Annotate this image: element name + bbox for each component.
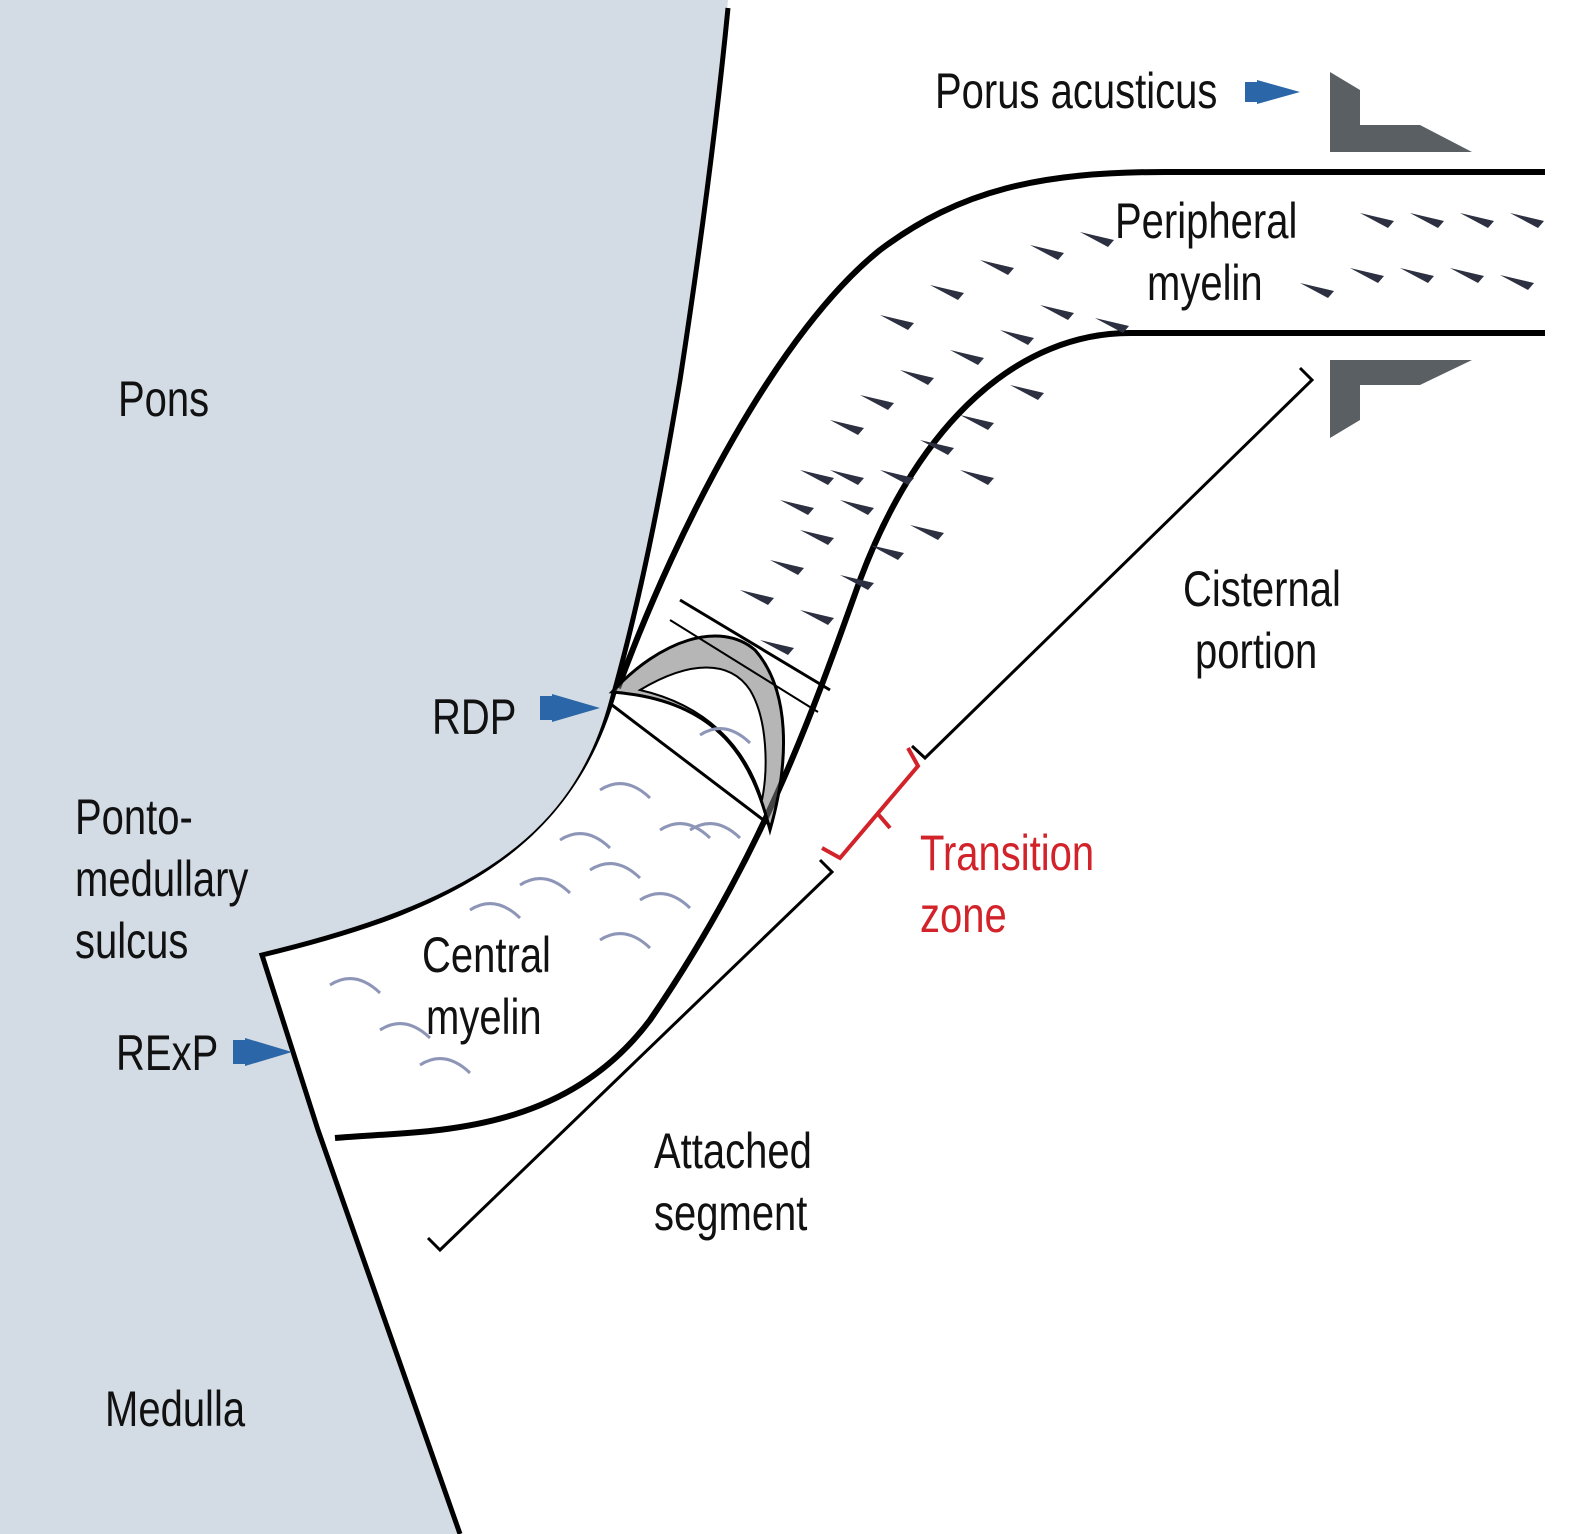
central-myelin-mark [469,902,522,920]
transition-zone-label: Transition zone [920,822,1094,946]
central-myelin-mark [639,892,692,910]
central-myelin-mark [519,877,572,895]
rdp-label: RDP [432,689,517,745]
peripheral-myelin-mark [1350,268,1384,283]
cisternal-portion-line1: Cisternal [1183,561,1341,617]
brainstem-surface-line [258,7,731,1534]
nerve-lower-edge [334,330,1545,1141]
peripheral-myelin-mark [840,500,874,515]
peripheral-myelin-mark [840,575,874,590]
pontomedullary-line1: Ponto- [75,789,193,845]
attached-bracket [426,858,835,1253]
peripheral-myelin-marks [740,213,1544,655]
peripheral-myelin-mark [960,415,994,430]
peripheral-myelin-mark [910,525,944,540]
peripheral-myelin-mark [920,440,954,455]
peripheral-myelin-label: Peripheral myelin [1115,190,1297,314]
peripheral-myelin-mark [1040,305,1074,320]
porus-bone-upper-icon [1330,72,1472,152]
peripheral-myelin-line1: Peripheral [1115,193,1298,249]
peripheral-myelin-mark [770,560,804,575]
nerve-upper-edge [615,169,1545,690]
peripheral-myelin-mark [860,395,894,410]
central-myelin-mark [699,727,752,745]
central-myelin-mark [589,862,642,880]
central-myelin-marks [329,727,752,1075]
rexp-label: RExP [116,1025,219,1081]
attached-segment-label: Attached segment [654,1120,812,1244]
central-myelin-mark [659,822,712,840]
peripheral-myelin-mark [1510,213,1544,228]
rexp-pointer-icon [233,1038,292,1066]
peripheral-myelin-mark [1460,213,1494,228]
peripheral-myelin-mark [1010,385,1044,400]
peripheral-myelin-mark [1400,268,1434,283]
peripheral-boundary-line-2 [669,619,819,713]
peripheral-myelin-mark [1095,318,1129,333]
peripheral-myelin-mark [980,260,1014,275]
central-myelin-mark [419,1057,472,1075]
peripheral-myelin-mark [960,470,994,485]
attached-segment-line2: segment [654,1185,808,1241]
medulla-label: Medulla [105,1381,246,1437]
peripheral-myelin-mark [950,350,984,365]
transition-bracket [821,747,921,861]
pons-label: Pons [118,371,210,427]
peripheral-myelin-mark [1360,213,1394,228]
central-myelin-mark [329,977,382,995]
transition-dome-inner [637,666,767,801]
peripheral-boundary-line [679,598,831,692]
central-myelin-label: Central myelin [422,924,551,1048]
peripheral-myelin-line2: myelin [1147,255,1263,311]
central-myelin-mark [379,1022,432,1040]
nerve-root [270,172,1545,1138]
peripheral-myelin-mark [740,590,774,605]
cisternal-portion-line2: portion [1195,623,1318,679]
central-myelin-mark [559,832,612,850]
pontomedullary-line2: medullary [75,851,249,907]
peripheral-myelin-mark [1450,268,1484,283]
central-myelin-line1: Central [422,927,551,983]
peripheral-myelin-mark [1300,283,1334,298]
peripheral-myelin-mark [930,285,964,300]
central-myelin-mark [599,782,652,800]
peripheral-myelin-mark [760,640,794,655]
peripheral-myelin-mark [1410,213,1444,228]
peripheral-myelin-mark [880,470,914,485]
cisternal-portion-label: Cisternal portion [1183,558,1341,682]
peripheral-myelin-mark [870,545,904,560]
transition-boundary-line [611,703,771,827]
pontomedullary-sulcus-label: Ponto- medullary sulcus [75,786,248,972]
peripheral-myelin-mark [1000,330,1034,345]
peripheral-myelin-mark [1080,232,1114,247]
peripheral-myelin-mark [830,420,864,435]
peripheral-myelin-mark [780,500,814,515]
peripheral-myelin-mark [1030,245,1064,260]
transition-zone-line2: zone [920,887,1007,943]
peripheral-myelin-mark [900,370,934,385]
peripheral-myelin-mark [800,610,834,625]
peripheral-myelin-mark [880,315,914,330]
central-myelin-line2: myelin [426,989,542,1045]
rdp-pointer-icon [540,694,600,722]
pontomedullary-line3: sulcus [75,913,189,969]
porus-acusticus-label: Porus acusticus [935,63,1218,119]
porus-pointer-icon [1245,80,1300,104]
peripheral-myelin-mark [800,470,834,485]
brainstem-region [0,0,728,1534]
peripheral-myelin-mark [1500,275,1534,290]
cisternal-bracket [910,366,1315,761]
peripheral-myelin-mark [830,470,864,485]
central-myelin-mark [599,932,652,950]
porus-bone-lower-icon [1330,360,1472,438]
transition-zone-line1: Transition [920,825,1095,881]
attached-segment-line1: Attached [654,1123,812,1179]
peripheral-myelin-mark [800,530,834,545]
